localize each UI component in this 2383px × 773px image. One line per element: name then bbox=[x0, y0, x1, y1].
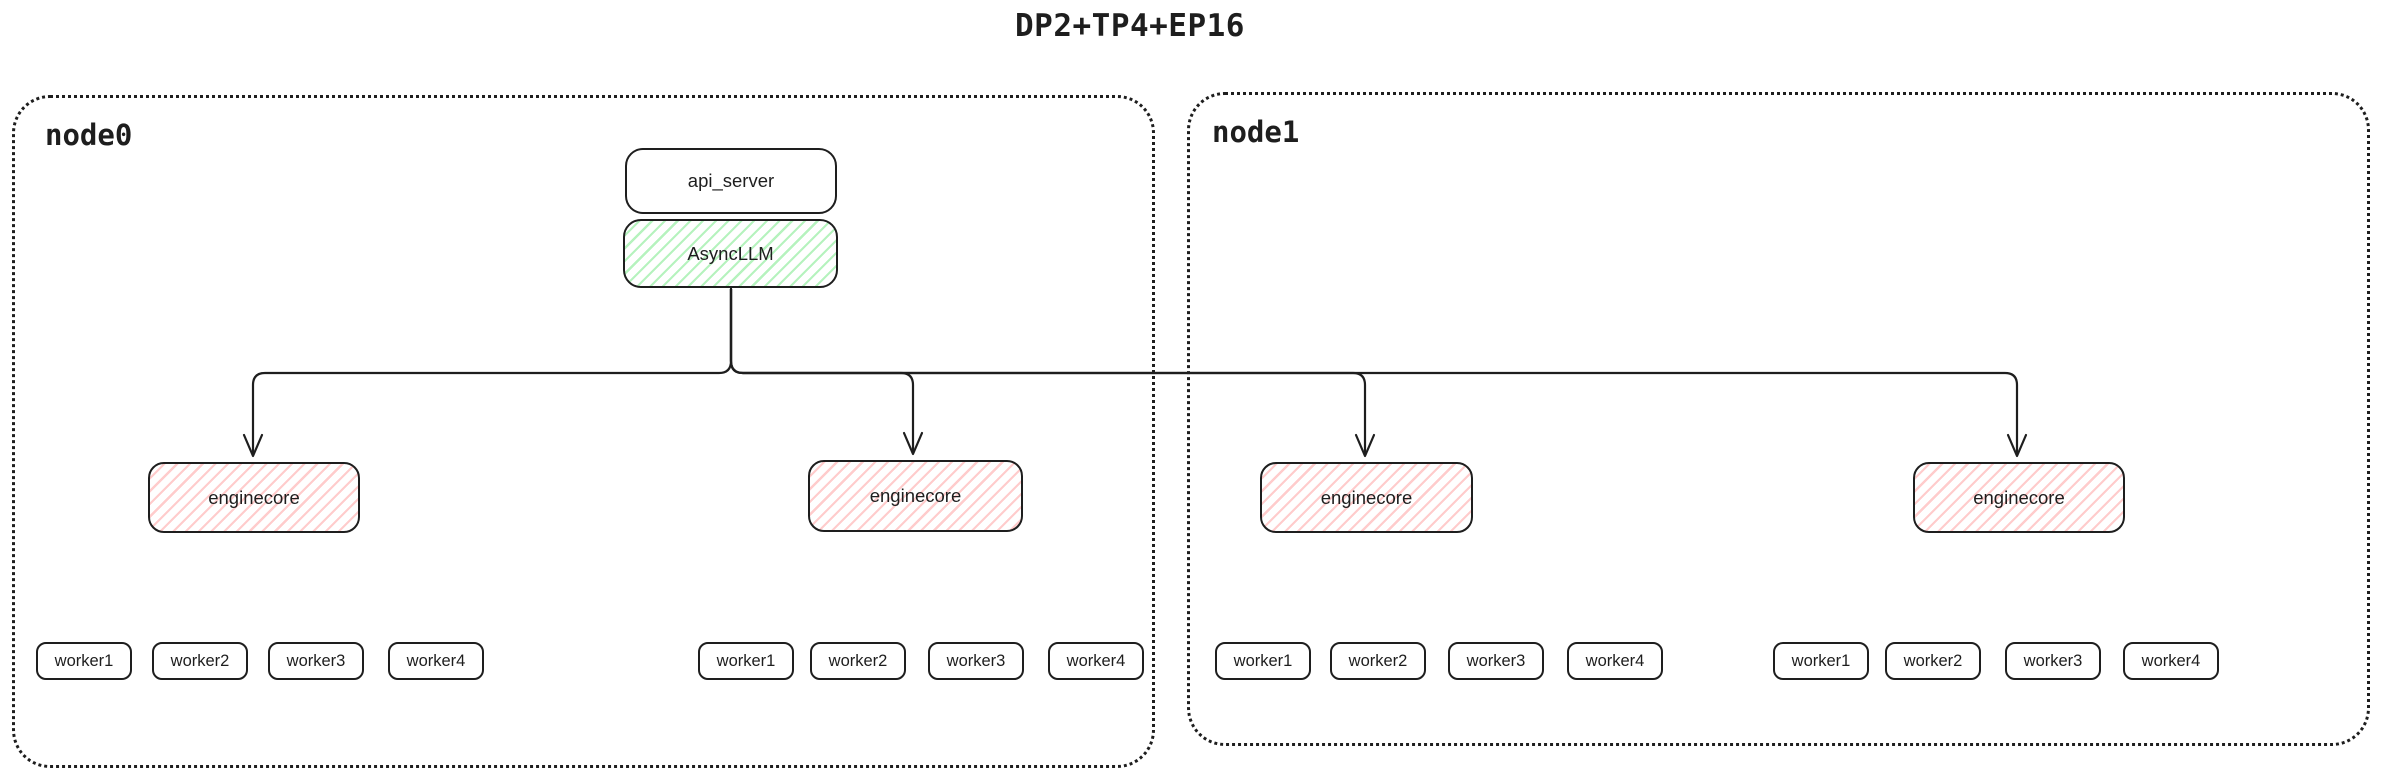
worker-box: worker4 bbox=[1567, 642, 1663, 680]
worker-box: worker1 bbox=[698, 642, 794, 680]
worker-box: worker3 bbox=[1448, 642, 1544, 680]
worker-box: worker1 bbox=[1215, 642, 1311, 680]
enginecore-box: enginecore bbox=[808, 460, 1023, 532]
worker-box: worker4 bbox=[388, 642, 484, 680]
worker-box: worker2 bbox=[1885, 642, 1981, 680]
worker-box: worker2 bbox=[1330, 642, 1426, 680]
node1-label: node1 bbox=[1212, 115, 1300, 149]
worker-box: worker2 bbox=[810, 642, 906, 680]
worker-box: worker1 bbox=[36, 642, 132, 680]
api-server-box: api_server bbox=[625, 148, 837, 214]
asyncllm-box: AsyncLLM bbox=[623, 219, 838, 288]
diagram-title: DP2+TP4+EP16 bbox=[1015, 8, 1245, 44]
worker-box: worker1 bbox=[1773, 642, 1869, 680]
worker-box: worker3 bbox=[268, 642, 364, 680]
enginecore-box: enginecore bbox=[1260, 462, 1473, 533]
enginecore-box: enginecore bbox=[148, 462, 360, 533]
worker-box: worker2 bbox=[152, 642, 248, 680]
worker-box: worker4 bbox=[1048, 642, 1144, 680]
worker-box: worker3 bbox=[2005, 642, 2101, 680]
worker-box: worker4 bbox=[2123, 642, 2219, 680]
worker-box: worker3 bbox=[928, 642, 1024, 680]
node0-label: node0 bbox=[45, 118, 133, 152]
enginecore-box: enginecore bbox=[1913, 462, 2125, 533]
